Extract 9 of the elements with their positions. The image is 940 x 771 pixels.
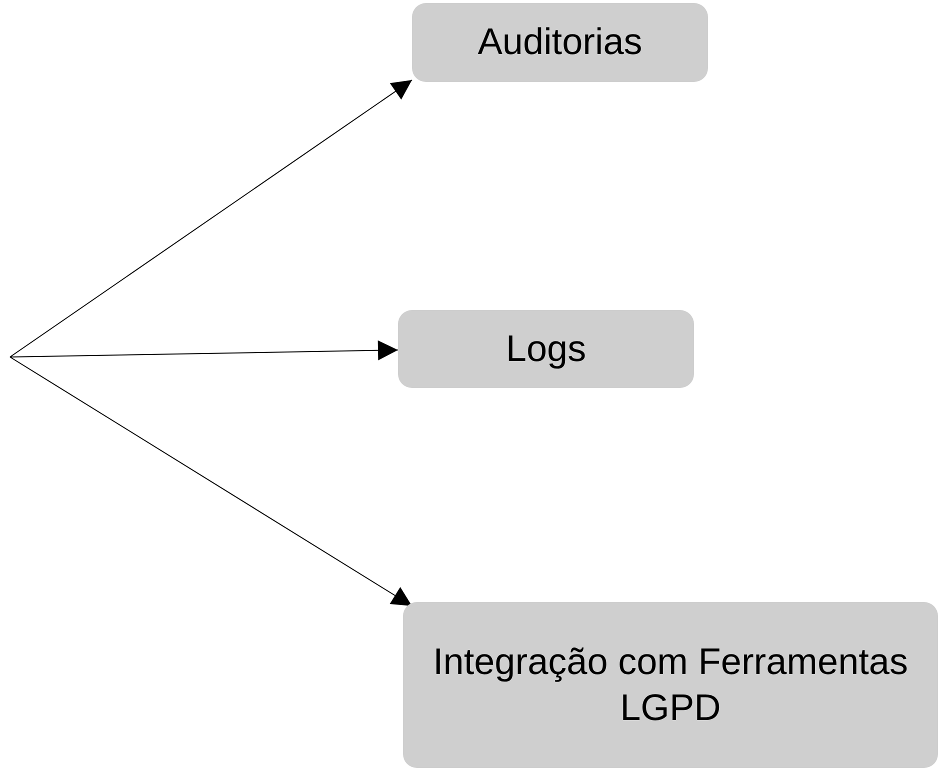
arrow (10, 80, 412, 358)
box-label: Auditorias (478, 20, 642, 64)
process-box (398, 310, 694, 388)
arrow (10, 340, 398, 360)
process-box (412, 3, 708, 82)
box-label: Logs (506, 326, 586, 371)
arrow (10, 356, 412, 606)
box-label: Integração com Ferramentas LGPD (432, 640, 910, 730)
process-box (403, 602, 938, 768)
